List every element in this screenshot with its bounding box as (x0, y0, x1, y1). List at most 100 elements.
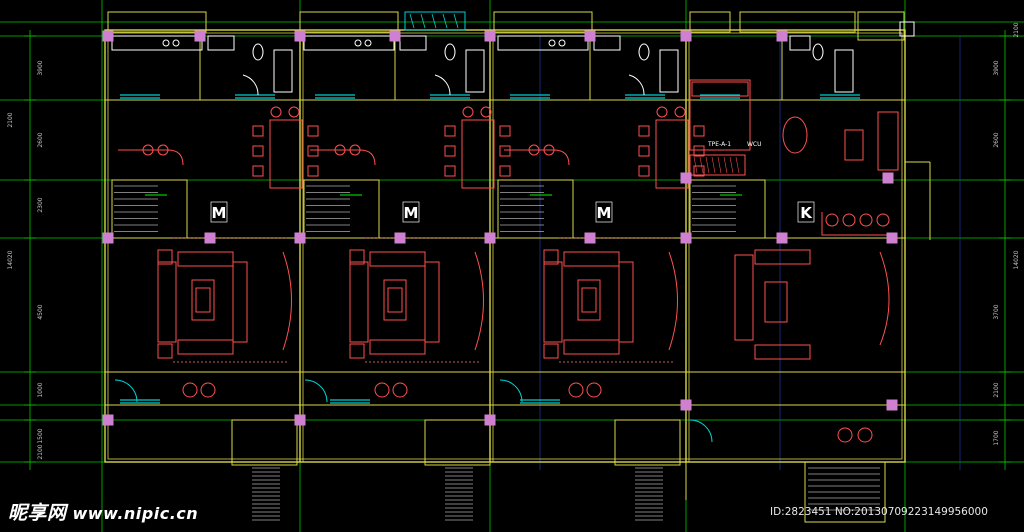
chair-round (480, 106, 492, 118)
sofa (232, 261, 248, 343)
dimension-value: 2100 (7, 112, 14, 127)
structural-pillar (204, 232, 216, 244)
bar-stool (157, 144, 169, 156)
structural-pillar (680, 30, 692, 42)
chair-round (674, 106, 686, 118)
room-fixtures (111, 11, 915, 443)
wardrobe (689, 154, 746, 176)
door-swing-icon (242, 74, 259, 96)
balcony-top (739, 11, 856, 33)
dimension-value: 3900 (993, 60, 1000, 75)
structural-pillar (102, 232, 114, 244)
toilet-icon (638, 43, 650, 61)
dining-chair (307, 145, 319, 157)
side-table (543, 343, 559, 359)
unit-label-box (595, 201, 613, 223)
dining-chair (499, 145, 511, 157)
bar-stool (543, 144, 555, 156)
sofa (877, 111, 899, 171)
sofa (349, 261, 369, 343)
side-table (157, 249, 173, 265)
unit-label-box (402, 201, 420, 223)
stair-well (497, 179, 574, 239)
stair-well (111, 179, 188, 239)
door-swing-icon (434, 74, 451, 96)
chair-round (462, 106, 474, 118)
counter-curve (118, 149, 184, 166)
kitchen-counter (111, 35, 203, 51)
bed (689, 79, 751, 151)
bar-stool (528, 144, 540, 156)
tv-cabinet (879, 251, 890, 346)
stove-burner-icon (172, 39, 180, 47)
dimension-value: 14020 (1013, 250, 1020, 269)
chair-round (656, 106, 668, 118)
sofa (424, 261, 440, 343)
porch (424, 419, 491, 466)
sofa (177, 339, 234, 355)
porch (804, 461, 886, 523)
chair-round (288, 106, 300, 118)
wardrobe-hanger (699, 156, 704, 174)
armchair (392, 382, 408, 398)
structural-pillar (294, 414, 306, 426)
bar-stool (334, 144, 346, 156)
side-table (543, 249, 559, 265)
watermark-url: www.nipic.cn (72, 504, 199, 523)
door-swing-icon (499, 379, 523, 403)
dimension-value: 2100 (37, 444, 44, 459)
counter-curve (310, 149, 376, 166)
bar-stool (349, 144, 361, 156)
dimension-value: 1700 (993, 430, 1000, 445)
dining-chair (307, 165, 319, 177)
fixture-box (899, 21, 915, 37)
bar-stool (859, 213, 873, 227)
counter-curve (504, 149, 570, 166)
door-swing-icon (689, 419, 713, 443)
bathtub-icon (834, 49, 854, 93)
balcony-top (493, 11, 593, 33)
armchair (586, 382, 602, 398)
wardrobe-hanger (723, 156, 728, 174)
coffee-table (383, 279, 407, 321)
armchair (837, 427, 853, 443)
structural-pillar (584, 232, 596, 244)
dining-chair (444, 165, 456, 177)
sofa (543, 261, 563, 343)
stair-well (303, 179, 380, 239)
dining-chair (307, 125, 319, 137)
dimension-value: 2600 (37, 132, 44, 147)
bathtub-icon (659, 49, 679, 93)
side-table (349, 343, 365, 359)
structural-pillar (484, 414, 496, 426)
coffee-table-inner (581, 287, 597, 313)
sink-icon (207, 35, 235, 51)
bar-stool (842, 213, 856, 227)
stair-well (689, 179, 766, 239)
unit-label-box (797, 201, 815, 223)
structural-pillar (484, 30, 496, 42)
dining-chair (693, 145, 705, 157)
chair-round (270, 106, 282, 118)
stove-burner-icon (354, 39, 362, 47)
structural-pillar (294, 232, 306, 244)
bathtub-icon (465, 49, 485, 93)
dimension-value: 2300 (37, 197, 44, 212)
balcony-top (299, 11, 399, 33)
stove-burner-icon (558, 39, 566, 47)
kitchen-counter (303, 35, 395, 51)
structural-pillar (776, 30, 788, 42)
walls (104, 11, 931, 523)
dining-chair (499, 125, 511, 137)
bed-headboard (691, 81, 749, 97)
structural-pillar (389, 30, 401, 42)
side-table (157, 343, 173, 359)
room-note: TPE-A-1 (707, 141, 731, 148)
pillars (102, 30, 898, 426)
tv-cabinet (474, 251, 484, 351)
unit-label-box (210, 201, 228, 223)
dimension-value: 2600 (993, 132, 1000, 147)
coffee-table (191, 279, 215, 321)
balcony-top (107, 11, 207, 33)
